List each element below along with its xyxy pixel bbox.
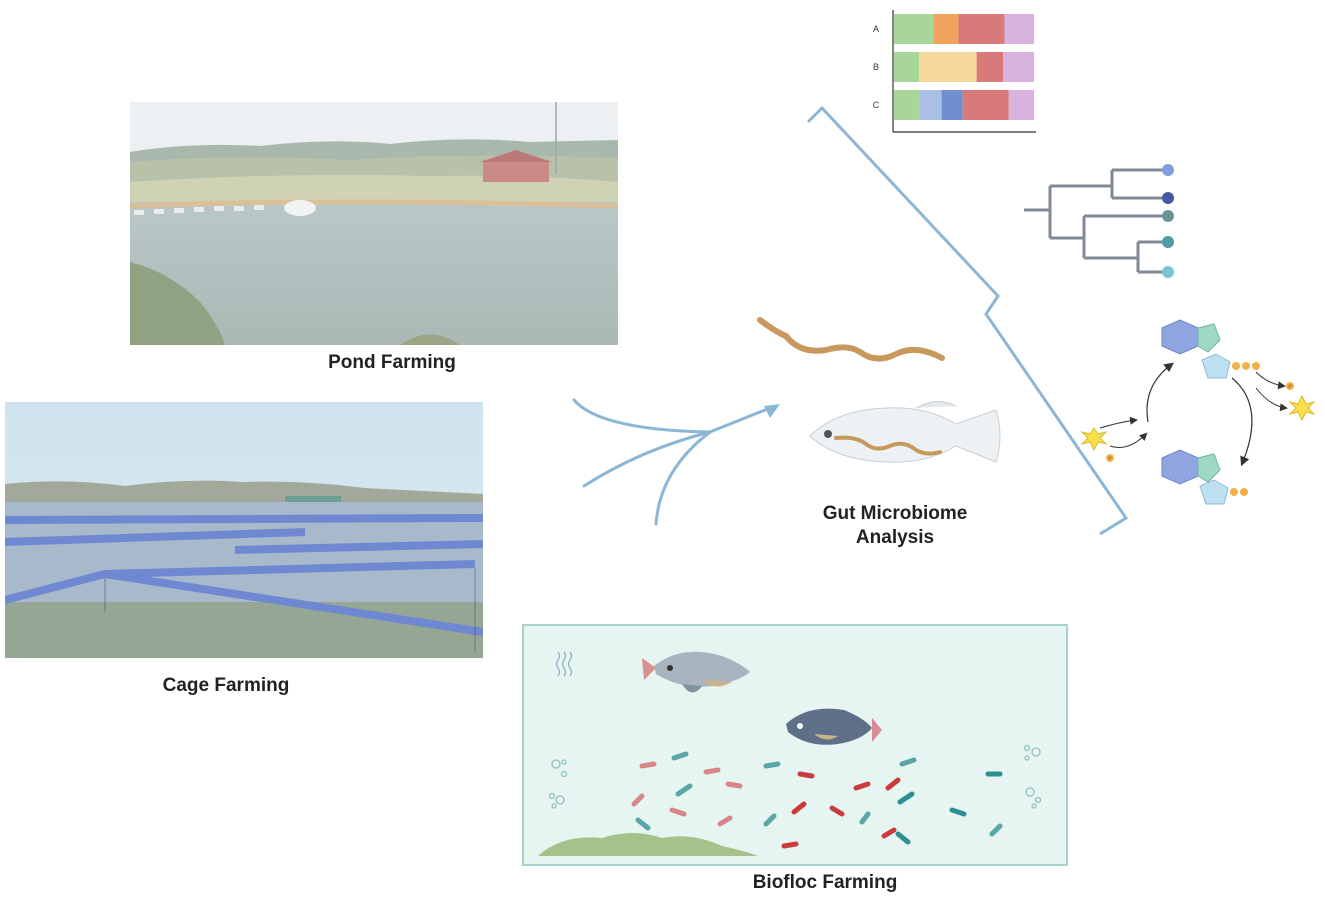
phylogenetic-tree-icon — [1024, 164, 1174, 278]
bar-segment — [919, 52, 977, 82]
bar-segment — [894, 90, 920, 120]
bar-segment — [933, 14, 959, 44]
gut-microbiome-label: Gut Microbiome Analysis — [785, 502, 1005, 550]
red-barn — [483, 160, 549, 182]
tilapia-fish-1 — [642, 651, 750, 693]
svg-text:P: P — [1288, 385, 1292, 391]
fish-with-gut-icon — [809, 401, 1001, 463]
adenine-ring-top — [1161, 319, 1231, 379]
tree-tip — [1162, 210, 1174, 222]
pond-farming-photo — [130, 102, 618, 345]
cage-farming-photo — [5, 402, 483, 658]
phosphate-icon: P — [1106, 454, 1114, 463]
bar-row-label: A — [873, 24, 879, 34]
svg-text:P: P — [1108, 457, 1112, 463]
tree-tip — [1162, 192, 1174, 204]
tree-tip — [1162, 236, 1174, 248]
bar-row-label: B — [873, 62, 879, 72]
phosphate-icon: P — [1286, 382, 1294, 391]
tree-tip — [1162, 266, 1174, 278]
cage-farming-label: Cage Farming — [162, 675, 290, 696]
energy-burst-icon — [1288, 394, 1316, 422]
bar-row-label: C — [873, 100, 880, 110]
bar-segment — [894, 52, 920, 82]
bar-segment — [958, 14, 1005, 44]
water-wave-icon — [555, 651, 573, 677]
metabolic-cycle-diagram: P P — [1080, 319, 1316, 505]
converging-arrows — [572, 398, 780, 526]
bar-segment — [1004, 14, 1034, 44]
analysis-bracket — [806, 105, 1129, 536]
phosphate-group-bottom — [1230, 488, 1248, 496]
bar-segment — [1008, 90, 1034, 120]
gut-tract-icon — [757, 317, 945, 362]
bar-segment — [941, 90, 963, 120]
tilapia-fish-2 — [786, 708, 882, 745]
bar-segment — [919, 90, 942, 120]
cage-floats — [5, 514, 483, 636]
bar-segment — [894, 14, 934, 44]
gut-microbiome-line1: Gut Microbiome — [822, 503, 968, 524]
bar-segment — [1003, 52, 1034, 82]
float-line — [134, 205, 264, 215]
pond-farming-label: Pond Farming — [328, 352, 456, 373]
sediment-mound — [538, 833, 758, 856]
adenine-ring-bottom — [1161, 449, 1229, 505]
biofloc-farming-label: Biofloc Farming — [752, 872, 898, 893]
biofloc-tank — [522, 624, 1068, 866]
stacked-bar-chart: A B C — [873, 10, 1036, 133]
tree-tip — [1162, 164, 1174, 176]
bar-segment — [976, 52, 1004, 82]
bacteria-cluster — [631, 751, 1003, 849]
energy-burst-icon — [1080, 427, 1108, 452]
gut-microbiome-line2: Analysis — [855, 527, 935, 548]
phosphate-group-top — [1232, 362, 1260, 370]
bubbles-icon — [548, 744, 1042, 809]
aerator-splash — [284, 200, 316, 216]
bar-segment — [962, 90, 1009, 120]
